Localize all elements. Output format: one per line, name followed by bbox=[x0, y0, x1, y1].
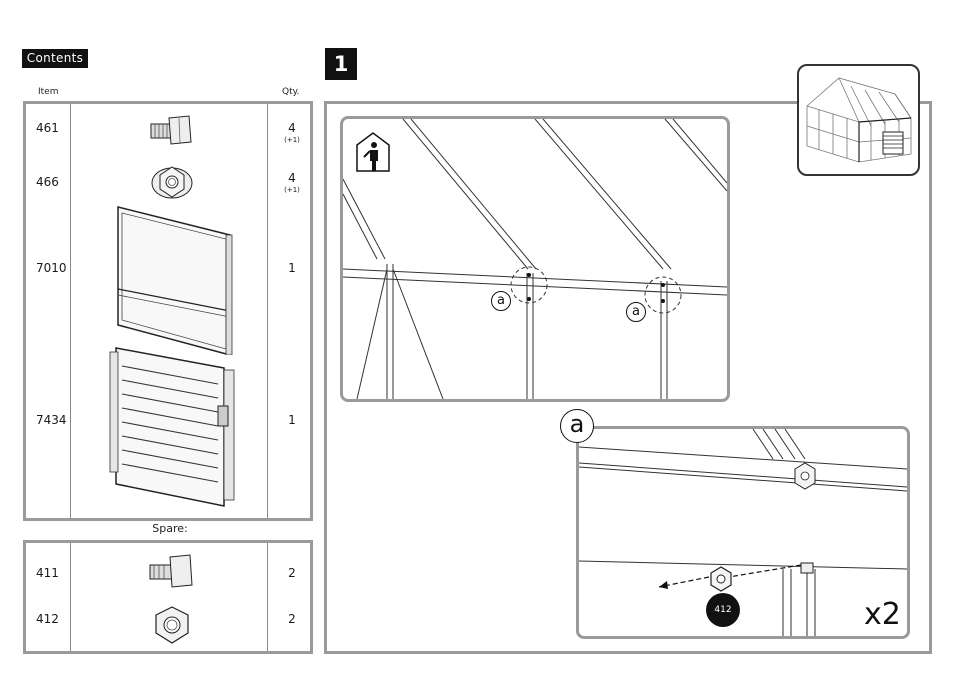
quantity-multiplier: x2 bbox=[864, 597, 901, 632]
part-qty: 1 bbox=[288, 261, 296, 275]
item-column-header: Item bbox=[38, 87, 59, 97]
parts-table: 461 4 (+1) 466 4 (+1) 7010 1 7434 1 bbox=[23, 101, 313, 521]
part-spare-qty: (+1) bbox=[284, 186, 300, 194]
detail-callout-a: a bbox=[626, 302, 646, 322]
part-id: 461 bbox=[36, 121, 59, 135]
part-qty: 4 bbox=[288, 121, 296, 135]
hex-nut-icon bbox=[155, 606, 189, 644]
spare-section-label: Spare: bbox=[152, 522, 188, 535]
greenhouse-thumbnail-icon bbox=[806, 77, 912, 163]
flange-nut-icon bbox=[151, 166, 193, 199]
detail-a-label: a bbox=[560, 409, 594, 443]
contents-label: Contents bbox=[22, 49, 88, 68]
qty-column-header: Qty. bbox=[282, 87, 300, 97]
bolt-icon bbox=[149, 554, 193, 588]
detail-callout-a: a bbox=[491, 291, 511, 311]
bolt-icon bbox=[150, 115, 192, 145]
part-id: 7434 bbox=[36, 413, 67, 427]
louvre-vent-icon bbox=[109, 347, 235, 507]
part-id: 466 bbox=[36, 175, 59, 189]
spare-part-qty: 2 bbox=[288, 612, 296, 626]
person-indoors-icon bbox=[356, 132, 390, 172]
detail-a-view bbox=[576, 426, 910, 639]
part-id: 7010 bbox=[36, 261, 67, 275]
window-frame-icon bbox=[117, 206, 233, 355]
part-qty: 1 bbox=[288, 413, 296, 427]
roof-frame-illustration bbox=[343, 119, 727, 399]
part-qty: 4 bbox=[288, 171, 296, 185]
part-spare-qty: (+1) bbox=[284, 136, 300, 144]
part-number-badge: 412 bbox=[706, 593, 740, 627]
greenhouse-thumbnail bbox=[797, 64, 920, 176]
spare-part-qty: 2 bbox=[288, 566, 296, 580]
step-number: 1 bbox=[325, 48, 357, 80]
spare-table: 411 2 412 2 bbox=[23, 540, 313, 654]
spare-part-id: 411 bbox=[36, 566, 59, 580]
spare-part-id: 412 bbox=[36, 612, 59, 626]
nut-assembly-illustration bbox=[579, 429, 907, 636]
overview-detail bbox=[340, 116, 730, 402]
